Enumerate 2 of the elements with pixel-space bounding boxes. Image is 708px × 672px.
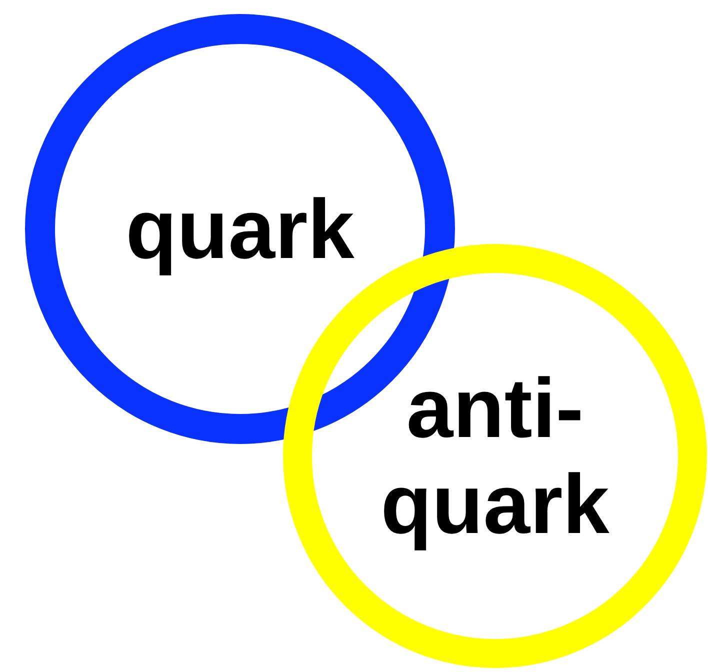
circle-label: quark (124, 181, 356, 277)
circle-label: anti- quark (380, 360, 610, 552)
